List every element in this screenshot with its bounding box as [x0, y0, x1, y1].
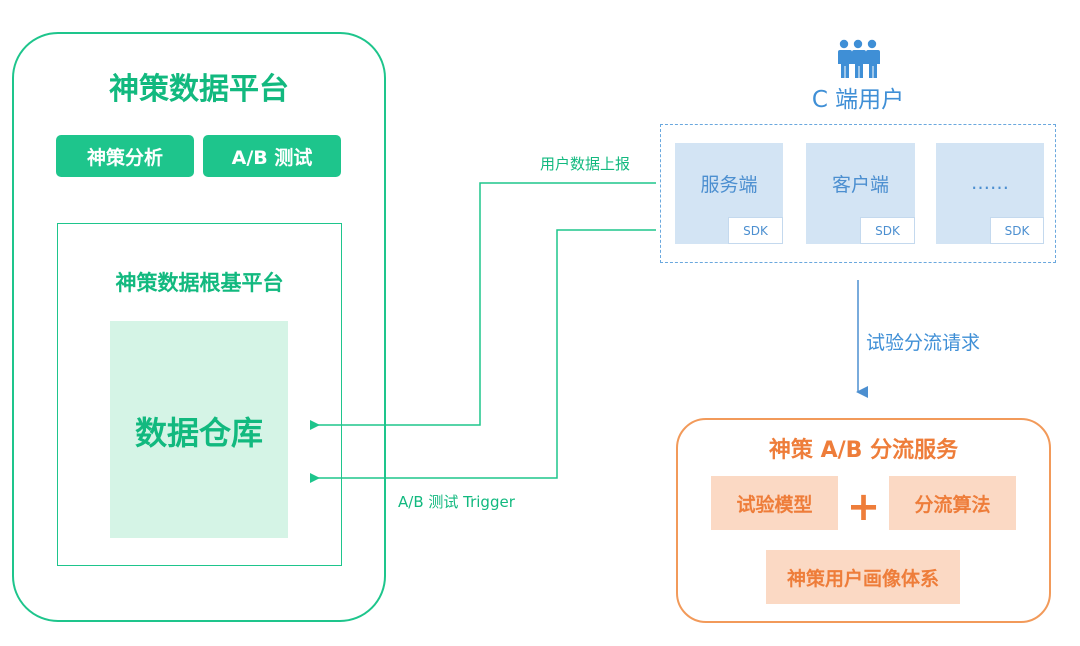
data-warehouse-box: [110, 321, 288, 538]
foundation-platform-container: [57, 223, 342, 566]
client-app-label: 客户端: [831, 173, 889, 196]
user-portrait-box: 神策用户画像体系: [766, 550, 960, 604]
split-service-title: 神策 A/B 分流服务: [768, 438, 959, 463]
platform-title: 神策数据平台: [109, 72, 289, 107]
split-service-container: [676, 418, 1051, 623]
sdk-badge: SDK: [990, 217, 1044, 244]
sdk-badge: SDK: [728, 217, 783, 244]
foundation-title: 神策数据根基平台: [115, 271, 284, 295]
clients-container: [660, 124, 1056, 263]
users-title: C 端用户: [811, 87, 905, 113]
trigger-flow-line: [310, 229, 656, 483]
client-more-label: ……: [971, 172, 1009, 194]
report-flow-line: [310, 182, 656, 430]
data-warehouse-label: 数据仓库: [134, 414, 263, 452]
plus-icon: +: [846, 483, 881, 530]
trigger-flow-label: A/B 测试 Trigger: [398, 492, 515, 511]
sdk-badge: SDK: [860, 217, 915, 244]
split-request-label: 试验分流请求: [866, 331, 981, 354]
report-flow-label: 用户数据上报: [539, 154, 630, 173]
experiment-model-box: 试验模型: [711, 476, 838, 530]
analysis-button[interactable]: 神策分析: [56, 135, 194, 177]
data-platform-container: [12, 32, 386, 622]
users-group-icon: [838, 39, 880, 78]
split-algorithm-box: 分流算法: [889, 476, 1016, 530]
client-server-label: 服务端: [700, 173, 758, 196]
ab-test-button[interactable]: A/B 测试: [203, 135, 341, 177]
